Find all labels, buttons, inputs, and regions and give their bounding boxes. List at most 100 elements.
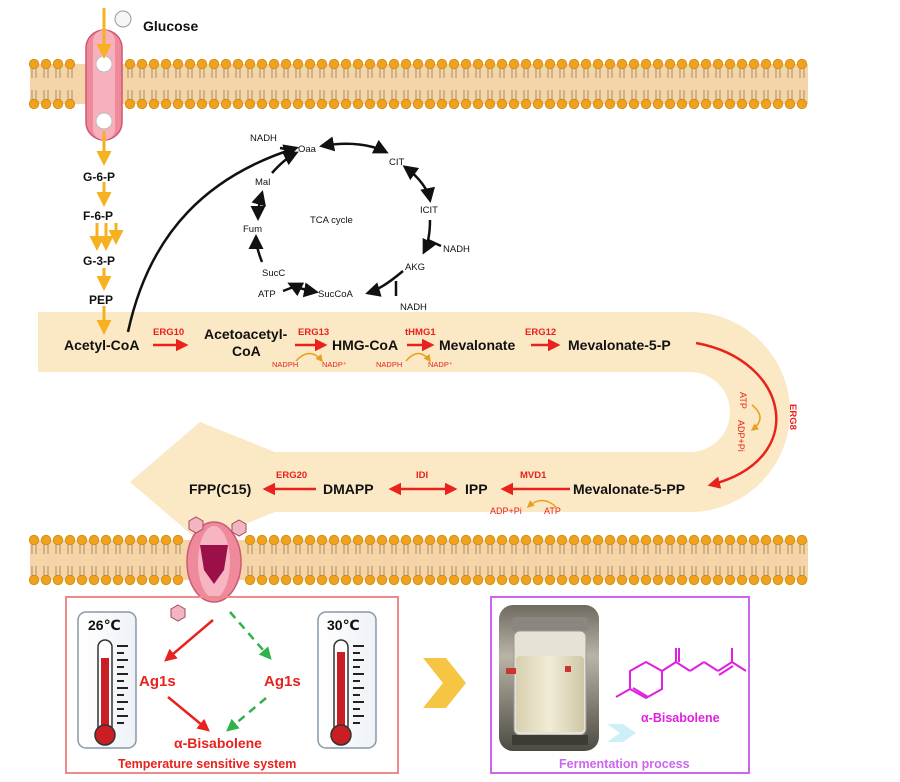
- lipid-head: [760, 98, 772, 110]
- temp-30-label: 30℃: [327, 617, 360, 633]
- bisabolene-hexagon-1: [188, 516, 204, 534]
- lipid-head: [40, 574, 52, 586]
- lipid-head: [748, 98, 760, 110]
- lipid-head: [400, 58, 412, 70]
- fermenter-photo: [499, 605, 599, 751]
- lipid-head: [604, 58, 616, 70]
- hmg-coa-label: HMG-CoA: [332, 337, 398, 353]
- lipid-head: [304, 534, 316, 546]
- lipid-head: [364, 574, 376, 586]
- lipid-head: [676, 574, 688, 586]
- lipid-head: [424, 534, 436, 546]
- lipid-head: [520, 58, 532, 70]
- lipid-head: [316, 574, 328, 586]
- lipid-head: [628, 98, 640, 110]
- tca-cycle: [126, 136, 442, 333]
- lipid-head: [568, 58, 580, 70]
- lipid-head: [616, 58, 628, 70]
- lipid-head: [52, 574, 64, 586]
- glucose-label: Glucose: [143, 18, 198, 34]
- lipid-head: [160, 58, 172, 70]
- glucose-molecule: [114, 10, 132, 28]
- lipid-head: [352, 58, 364, 70]
- tca-akg: AKG: [405, 262, 425, 273]
- nadph-2: NADPH: [376, 360, 402, 369]
- lipid-head: [664, 534, 676, 546]
- membrane-core: [30, 64, 808, 104]
- bisabolene-structure-icon: [615, 648, 747, 700]
- lipid-head: [292, 574, 304, 586]
- lipid-head: [652, 574, 664, 586]
- lipid-head: [652, 534, 664, 546]
- lipid-head: [376, 98, 388, 110]
- lipid-head: [460, 534, 472, 546]
- lipid-head: [40, 58, 52, 70]
- lipid-head: [136, 574, 148, 586]
- lipid-head: [412, 574, 424, 586]
- glycolysis-arrows: [89, 8, 124, 335]
- lipid-head: [316, 98, 328, 110]
- erg8-label: ERG8: [787, 404, 798, 430]
- lipid-head: [484, 574, 496, 586]
- lipid-head: [736, 98, 748, 110]
- lipid-head: [292, 58, 304, 70]
- lipid-head: [376, 58, 388, 70]
- lipid-head: [328, 574, 340, 586]
- lipid-head: [616, 534, 628, 546]
- lipid-head: [244, 574, 256, 586]
- lipid-head: [724, 98, 736, 110]
- lipid-head: [232, 98, 244, 110]
- adp-mvd1: ADP+Pi: [490, 506, 522, 516]
- lipid-head: [544, 574, 556, 586]
- thmg1-cofactor-arc: [405, 352, 431, 363]
- lipid-head: [316, 534, 328, 546]
- lipid-head: [772, 98, 784, 110]
- lipid-head: [676, 58, 688, 70]
- lipid-head: [340, 98, 352, 110]
- lipid-head: [52, 98, 64, 110]
- lipid-head: [28, 58, 40, 70]
- lipid-head: [148, 574, 160, 586]
- lipid-head: [784, 534, 796, 546]
- lipid-head: [556, 534, 568, 546]
- lipid-head: [616, 98, 628, 110]
- lipid-head: [364, 58, 376, 70]
- tca-nadh-icit: NADH: [443, 244, 470, 255]
- lipid-head: [688, 534, 700, 546]
- lipid-head: [520, 574, 532, 586]
- lipid-head: [652, 98, 664, 110]
- lipid-head: [184, 98, 196, 110]
- pathway-band: [38, 312, 790, 542]
- lipid-head: [748, 574, 760, 586]
- erg13-label: ERG13: [298, 327, 329, 338]
- lipid-head: [700, 98, 712, 110]
- red-arrow-to-bisabolene: [167, 696, 210, 732]
- lipid-head: [532, 58, 544, 70]
- lipid-head: [160, 98, 172, 110]
- pep-label: PEP: [89, 293, 113, 307]
- lipid-head: [64, 58, 76, 70]
- tca-nadh-top: NADH: [250, 133, 277, 144]
- lipid-head: [76, 574, 88, 586]
- lipid-head: [268, 98, 280, 110]
- green-dashed-arrow-to-bisabolene: [226, 697, 267, 732]
- lipid-head: [592, 534, 604, 546]
- lipid-head: [256, 574, 268, 586]
- tca-oaa: Oaa: [298, 144, 317, 155]
- lipid-head: [772, 58, 784, 70]
- lipid-head: [52, 534, 64, 546]
- lipid-head: [268, 58, 280, 70]
- lipid-head: [280, 534, 292, 546]
- fermentation-box: [490, 596, 750, 774]
- lipid-head: [532, 98, 544, 110]
- lipid-head: [484, 58, 496, 70]
- lipid-head: [124, 534, 136, 546]
- ag1s-right: Ag1s: [264, 673, 301, 690]
- lipid-head: [268, 574, 280, 586]
- lipid-head: [736, 58, 748, 70]
- lipid-head: [544, 534, 556, 546]
- lipid-head: [172, 574, 184, 586]
- atp-mvd1: ATP: [544, 506, 561, 516]
- lipid-head: [436, 534, 448, 546]
